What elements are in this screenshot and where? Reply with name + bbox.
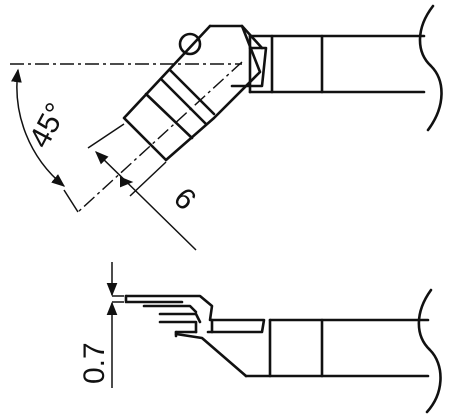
top-angled-tip — [122, 24, 268, 162]
top-view — [10, 4, 443, 251]
width-dimension — [87, 123, 197, 251]
side-break-line — [417, 288, 442, 414]
thickness-label: 0.7 — [78, 342, 111, 384]
top-shaft — [248, 34, 426, 94]
thickness-dimension — [106, 262, 124, 388]
side-shaft — [244, 318, 430, 378]
width-label: 6 — [167, 182, 202, 217]
side-view — [106, 262, 442, 414]
top-break-line — [418, 4, 443, 132]
top-center-lines — [10, 61, 243, 213]
angle-dimension — [11, 68, 79, 213]
side-tip — [124, 294, 266, 378]
